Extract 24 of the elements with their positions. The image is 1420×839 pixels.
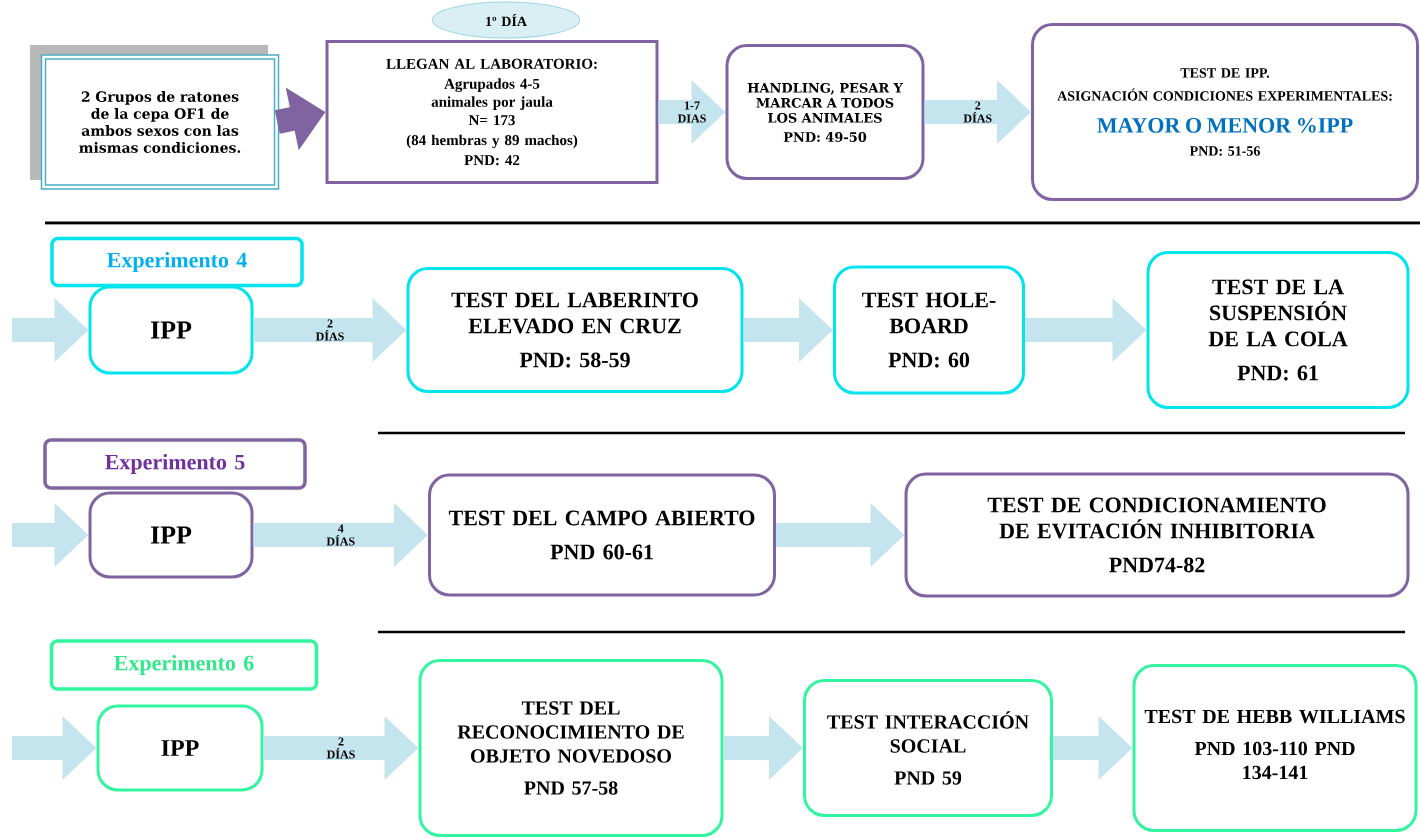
step-box: HANDLING, PESAR Y MARCAR A TODOS LOS ANIMALES PND: 49-50 [725, 44, 925, 180]
ipp-box: IPP [88, 491, 254, 579]
experiment-tag: Experimento 5 [43, 438, 307, 490]
edge-label: 1-7 DIAS [674, 100, 710, 124]
day-badge: 1º DÍA [431, 1, 581, 39]
ipp-box: IPP [96, 704, 264, 792]
edge-label: 2 DÍAS [323, 736, 359, 760]
test-box: TEST HOLE-BOARD PND: 60 [833, 265, 1025, 395]
test-box: TEST DEL LABERINTO ELEVADO EN CRUZ PND: 58-59 [406, 267, 744, 393]
info-box: 2 Grupos de ratones de la cepa OF1 de ambos sexos con las mismas condiciones. [30, 45, 280, 190]
test-box: TEST INTERACCIÓN SOCIAL PND 59 [803, 679, 1053, 817]
test-box: TEST DE CONDICIONAMIENTO DE EVITACIÓN INHIBITORIA PND74-82 [904, 472, 1410, 598]
edge-label: 2 DÍAS [312, 318, 348, 342]
experiment-tag: Experimento 6 [49, 639, 319, 691]
experiment-tag: Experimento 4 [50, 236, 304, 288]
test-box: TEST DE HEBB WILLIAMS PND 103-110 PND 134-141 [1132, 664, 1418, 832]
test-box: TEST DEL RECONOCIMIENTO DE OBJETO NOVEDOSO PND 57-58 [418, 659, 724, 837]
step-box: TEST DE IPP. ASIGNACIÓN CONDICIONES EXPERIMENTALES: MAYOR O MENOR %IPP PND: 51-56 [1031, 23, 1419, 201]
test-box: TEST DEL CAMPO ABIERTO PND 60-61 [428, 473, 776, 597]
edge-label: 4 DÍAS [322, 523, 359, 547]
test-box: TEST DE LA SUSPENSIÓN DE LA COLA PND: 61 [1146, 251, 1410, 409]
step-box: LLEGAN AL LABORATORIO: Agrupados 4-5 animales por jaula N= 173 (84 hembras y 89 machos) PND: 42 [325, 40, 659, 184]
edge-label: 2 DÍAS [959, 100, 996, 124]
ipp-box: IPP [88, 285, 254, 375]
